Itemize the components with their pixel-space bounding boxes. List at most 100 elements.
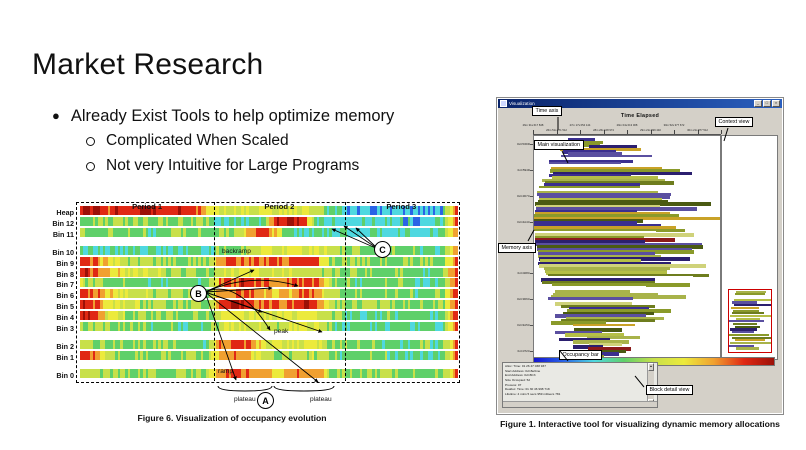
- allocation-block[interactable]: [534, 228, 686, 233]
- allocation-block[interactable]: [548, 273, 710, 278]
- allocation-block[interactable]: [535, 238, 675, 242]
- allocation-block[interactable]: [539, 185, 641, 190]
- allocation-block[interactable]: [547, 297, 633, 302]
- allocation-block[interactable]: [546, 285, 646, 290]
- allocation-block[interactable]: [565, 316, 664, 321]
- allocation-block[interactable]: [558, 337, 610, 342]
- allocation-block[interactable]: [545, 268, 667, 273]
- allocation-block[interactable]: [562, 150, 617, 154]
- allocation-block[interactable]: [572, 345, 603, 349]
- allocation-block[interactable]: [587, 349, 627, 354]
- allocation-block[interactable]: [573, 328, 623, 332]
- allocation-block[interactable]: [554, 330, 603, 335]
- allocation-block[interactable]: [554, 290, 631, 294]
- allocation-block[interactable]: [548, 299, 676, 304]
- allocation-block[interactable]: [539, 257, 691, 261]
- allocation-block[interactable]: [538, 188, 675, 192]
- allocation-block[interactable]: [543, 266, 671, 271]
- allocation-block[interactable]: [537, 190, 659, 195]
- context-view[interactable]: [721, 135, 778, 360]
- allocation-block[interactable]: [537, 192, 671, 197]
- allocation-block[interactable]: [586, 335, 641, 340]
- allocation-block[interactable]: [567, 309, 671, 313]
- allocation-block[interactable]: [546, 276, 694, 280]
- allocation-block[interactable]: [534, 219, 643, 223]
- allocation-block[interactable]: [537, 247, 692, 252]
- allocation-block[interactable]: [534, 214, 679, 218]
- allocation-block[interactable]: [549, 162, 621, 166]
- allocation-block[interactable]: [555, 302, 633, 306]
- allocation-block[interactable]: [541, 278, 656, 283]
- allocation-block[interactable]: [560, 147, 642, 152]
- allocation-block[interactable]: [538, 197, 663, 202]
- maximize-button[interactable]: □: [763, 99, 771, 108]
- allocation-block[interactable]: [561, 154, 653, 159]
- minimize-button[interactable]: _: [754, 99, 762, 108]
- allocation-block[interactable]: [535, 207, 697, 211]
- allocation-block[interactable]: [534, 233, 694, 237]
- allocation-block[interactable]: [541, 280, 655, 285]
- allocation-block[interactable]: [534, 230, 657, 235]
- allocation-block[interactable]: [537, 254, 662, 259]
- allocation-block[interactable]: [538, 249, 695, 254]
- window-titlebar[interactable]: Visualization _ □ ×: [498, 99, 782, 108]
- allocation-block[interactable]: [573, 340, 629, 344]
- allocation-block[interactable]: [537, 252, 655, 256]
- allocation-block[interactable]: [534, 216, 720, 221]
- allocation-block[interactable]: [542, 178, 666, 183]
- close-button[interactable]: ×: [772, 99, 780, 108]
- allocation-block[interactable]: [539, 195, 670, 199]
- allocation-block[interactable]: [535, 240, 645, 244]
- allocation-block[interactable]: [564, 333, 624, 337]
- allocation-block[interactable]: [588, 145, 638, 149]
- scroll-up-icon[interactable]: ▲: [648, 363, 654, 371]
- allocation-block[interactable]: [552, 287, 687, 292]
- allocation-block[interactable]: [552, 292, 659, 297]
- allocation-block[interactable]: [535, 242, 702, 247]
- detail-line: Lifetime: 4 mins 5 secs 959 milisecs 781: [505, 391, 561, 396]
- detail-hscrollbar[interactable]: [503, 401, 657, 407]
- allocation-block[interactable]: [551, 295, 686, 299]
- allocation-block[interactable]: [560, 318, 656, 323]
- allocation-block[interactable]: [551, 321, 607, 325]
- allocation-block[interactable]: [534, 235, 644, 240]
- allocation-block[interactable]: [561, 304, 656, 309]
- allocation-block[interactable]: [537, 200, 668, 204]
- context-view-selection[interactable]: [728, 289, 772, 353]
- allocation-block[interactable]: [534, 223, 662, 228]
- allocation-block[interactable]: [555, 314, 646, 318]
- allocation-block[interactable]: [567, 152, 623, 157]
- allocation-block[interactable]: [551, 176, 658, 180]
- allocation-block[interactable]: [538, 264, 707, 268]
- allocation-block[interactable]: [535, 211, 671, 216]
- allocation-block[interactable]: [534, 226, 676, 230]
- allocation-block[interactable]: [549, 173, 632, 178]
- allocation-block[interactable]: [540, 259, 642, 264]
- allocation-block[interactable]: [569, 306, 650, 311]
- allocation-block[interactable]: [534, 221, 638, 225]
- allocation-block[interactable]: [553, 157, 661, 161]
- allocation-block[interactable]: [587, 347, 631, 351]
- allocation-block[interactable]: [563, 326, 640, 330]
- heatmap-rows: [80, 204, 458, 382]
- allocation-block[interactable]: [536, 245, 703, 249]
- allocation-block[interactable]: [588, 342, 622, 347]
- allocation-block[interactable]: [572, 323, 635, 328]
- allocation-block[interactable]: [536, 204, 660, 209]
- allocation-block[interactable]: [545, 164, 661, 168]
- main-visualization[interactable]: [533, 135, 721, 360]
- allocation-block[interactable]: [553, 171, 692, 176]
- allocation-block[interactable]: [535, 209, 638, 214]
- allocation-block[interactable]: [562, 311, 654, 316]
- allocation-block[interactable]: [545, 181, 675, 185]
- allocation-block[interactable]: [551, 283, 690, 287]
- allocation-block[interactable]: [544, 183, 640, 187]
- allocation-block[interactable]: [538, 261, 671, 266]
- allocation-block[interactable]: [550, 166, 662, 171]
- allocation-block[interactable]: [548, 159, 633, 164]
- allocation-block[interactable]: [535, 202, 711, 206]
- figure1-caption: Figure 1. Interactive tool for visualizi…: [500, 419, 780, 429]
- allocation-block[interactable]: [546, 271, 668, 275]
- allocation-block[interactable]: [550, 169, 680, 173]
